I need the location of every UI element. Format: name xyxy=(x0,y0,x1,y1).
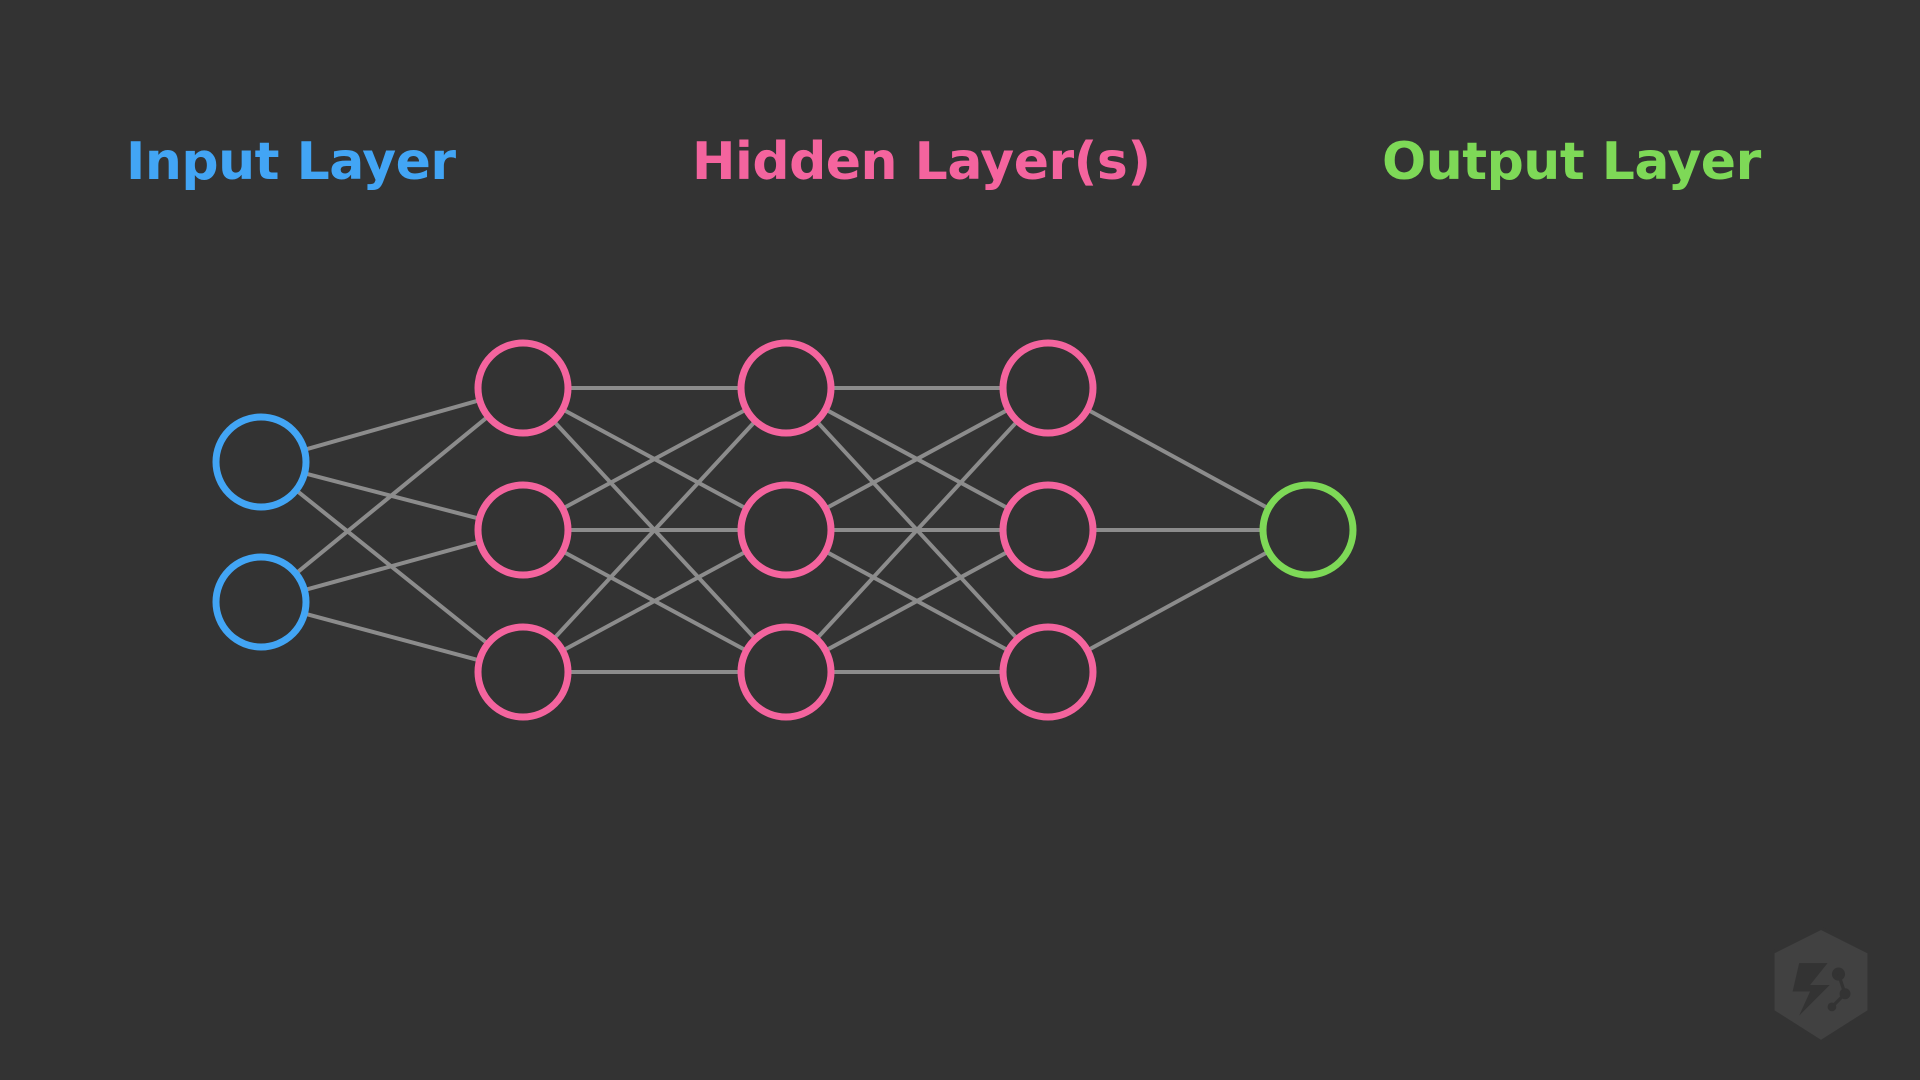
node-hidden-3-2 xyxy=(999,481,1097,579)
edge-hidden-1-2-to-hidden-2-0 xyxy=(551,419,758,641)
edge-hidden-1-1-to-hidden-2-0 xyxy=(560,407,749,511)
edge-hidden-3-0-to-output-0 xyxy=(1085,407,1271,511)
node-input-2 xyxy=(212,553,310,651)
node-hidden-2-3 xyxy=(737,623,835,721)
node-hidden-1-2 xyxy=(474,481,572,579)
edge-group xyxy=(293,386,1271,674)
node-input-1 xyxy=(212,413,310,511)
edge-input-0-to-hidden-1-0 xyxy=(302,398,482,452)
edge-hidden-3-2-to-output-0 xyxy=(1085,549,1271,653)
node-hidden-1-3 xyxy=(474,623,572,721)
node-group xyxy=(212,339,1357,721)
edge-hidden-2-1-to-hidden-3-0 xyxy=(823,407,1011,511)
edge-hidden-1-2-to-hidden-2-1 xyxy=(560,549,749,653)
edge-input-1-to-hidden-1-2 xyxy=(302,611,482,663)
node-hidden-2-2 xyxy=(737,481,835,579)
node-hidden-2-1 xyxy=(737,339,835,437)
node-output-1 xyxy=(1259,481,1357,579)
edge-hidden-2-2-to-hidden-3-0 xyxy=(814,419,1020,641)
layer-title-hidden: Hidden Layer(s) xyxy=(692,132,1151,192)
edge-hidden-2-2-to-hidden-3-1 xyxy=(823,549,1011,653)
edge-input-1-to-hidden-1-0 xyxy=(293,414,491,576)
node-hidden-3-3 xyxy=(999,623,1097,721)
layer-title-input: Input Layer xyxy=(126,132,456,192)
node-hidden-3-1 xyxy=(999,339,1097,437)
layer-title-output: Output Layer xyxy=(1382,132,1761,192)
brand-logo-watermark xyxy=(1771,926,1871,1044)
edge-input-1-to-hidden-1-1 xyxy=(302,539,482,593)
node-hidden-1-1 xyxy=(474,339,572,437)
